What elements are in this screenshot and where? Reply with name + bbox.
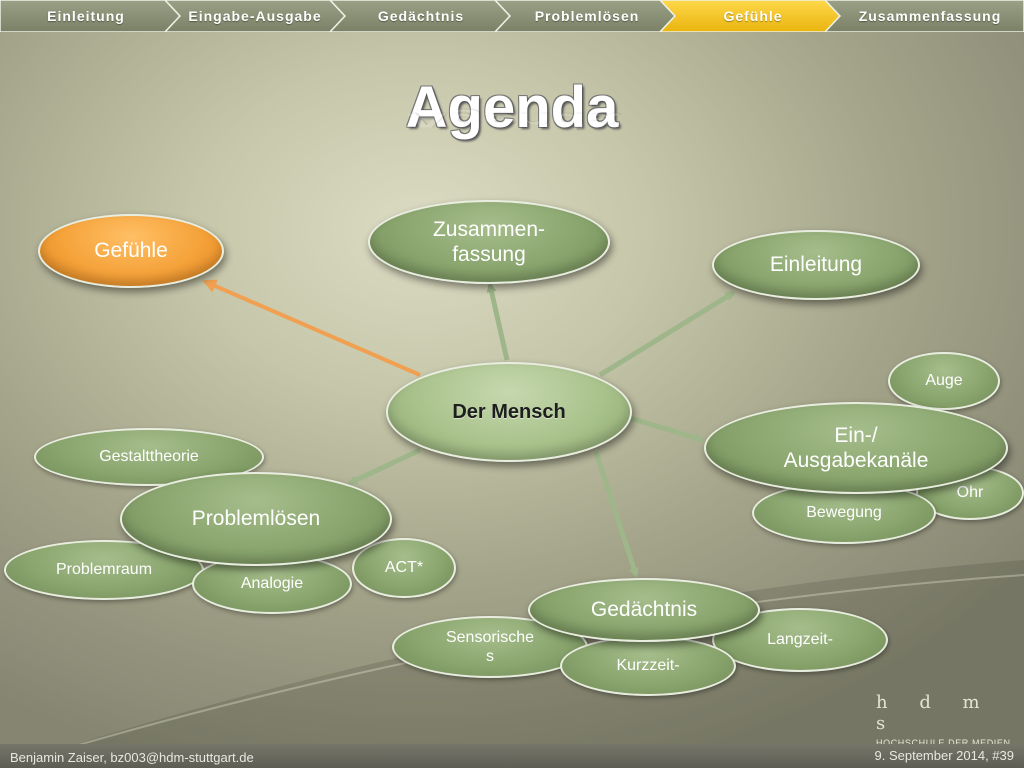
connector-zusammenfassung bbox=[486, 282, 510, 361]
footer-date-slide-number: 9. September 2014, #39 bbox=[874, 748, 1015, 763]
node-zusammenfassung[interactable]: Zusammen- fassung bbox=[368, 200, 610, 284]
node-act[interactable]: ACT* bbox=[352, 538, 456, 598]
nav-step-gefuehle[interactable]: Gefühle bbox=[723, 8, 783, 24]
node-ein-ausgabekanaele[interactable]: Ein-/ Ausgabekanäle bbox=[704, 402, 1008, 494]
nav-step-eingabe-ausgabe[interactable]: Eingabe-Ausgabe bbox=[188, 8, 322, 24]
connector-gedaechtnis bbox=[593, 451, 639, 578]
node-gefuehle[interactable]: Gefühle bbox=[38, 214, 224, 288]
connector-gefuehle bbox=[202, 279, 421, 377]
nav-step-zusammenfassung[interactable]: Zusammenfassung bbox=[858, 8, 1002, 24]
navigation-chevrons bbox=[0, 0, 1024, 32]
hdm-logo: h d m s HOCHSCHULE DER MEDIEN bbox=[876, 692, 1016, 748]
node-der-mensch[interactable]: Der Mensch bbox=[386, 362, 632, 462]
connector-einleitung bbox=[598, 290, 736, 378]
node-gedaechtnis[interactable]: Gedächtnis bbox=[528, 578, 760, 642]
footer-author: Benjamin Zaiser, bz003@hdm-stuttgart.de bbox=[10, 750, 254, 765]
node-problemloesen[interactable]: Problemlösen bbox=[120, 472, 392, 566]
connector-problemloesen bbox=[347, 447, 422, 486]
nav-step-einleitung[interactable]: Einleitung bbox=[47, 8, 125, 24]
slide-title: Agenda bbox=[405, 75, 619, 140]
hdm-logo-text: HOCHSCHULE DER MEDIEN bbox=[876, 738, 1011, 748]
connector-ein-ausgabe bbox=[629, 415, 705, 443]
topic-navigation: Einleitung Eingabe-Ausgabe Gedächtnis Pr… bbox=[0, 0, 1024, 32]
node-der-mensch-label: Der Mensch bbox=[452, 401, 566, 423]
nav-step-problemloesen[interactable]: Problemlösen bbox=[534, 8, 640, 24]
node-auge[interactable]: Auge bbox=[888, 352, 1000, 410]
hdm-logo-mark: h d m s bbox=[876, 692, 993, 734]
node-einleitung[interactable]: Einleitung bbox=[712, 230, 920, 300]
nav-step-gedaechtnis[interactable]: Gedächtnis bbox=[377, 8, 465, 24]
slide-title-reflection: Agenda bbox=[405, 108, 619, 132]
slide-footer: Benjamin Zaiser, bz003@hdm-stuttgart.de … bbox=[0, 744, 1024, 768]
node-kurzzeit[interactable]: Kurzzeit- bbox=[560, 636, 736, 696]
